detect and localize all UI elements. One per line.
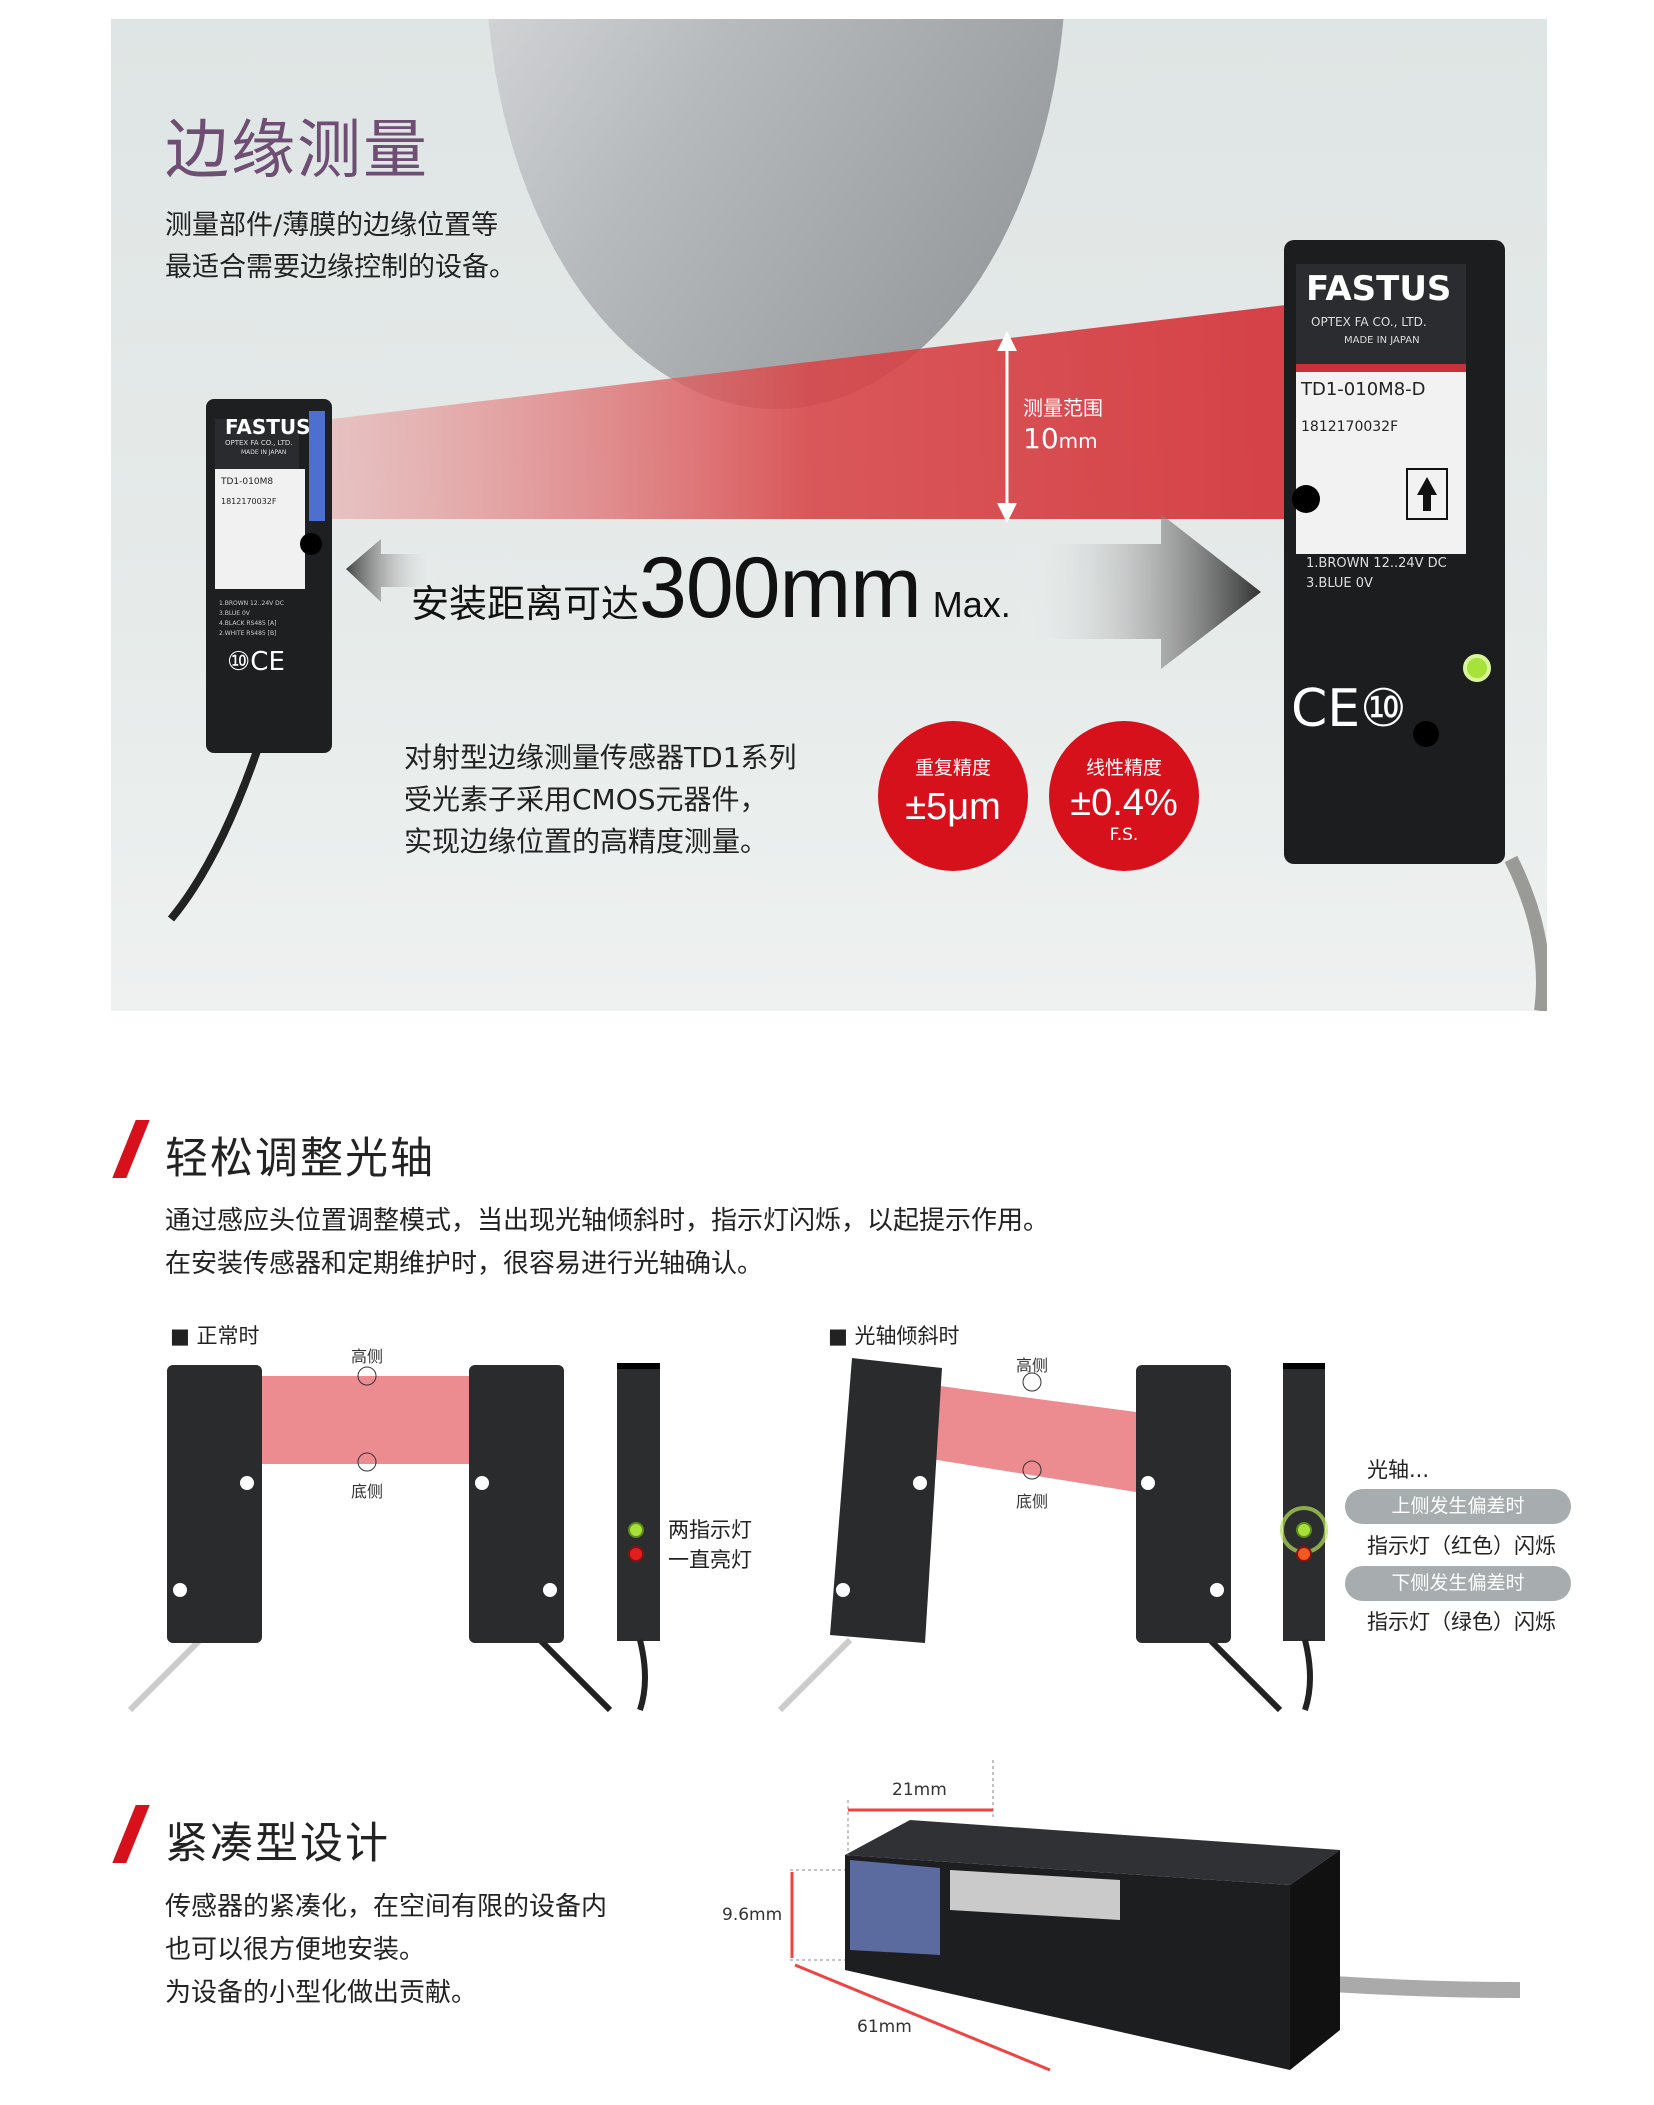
normal-side-view bbox=[617, 1363, 660, 1641]
axis-diagrams bbox=[127, 1358, 1328, 1713]
left-sensor-brand: FASTUS bbox=[225, 415, 311, 439]
left-sensor-maker: OPTEX FA CO., LTD. bbox=[225, 439, 293, 447]
normal-indicator-text: 两指示灯 一直亮灯 bbox=[668, 1515, 752, 1575]
wiring-line: 2.WHITE RS485 [B] bbox=[219, 630, 277, 637]
hero-title: 边缘测量 bbox=[165, 114, 429, 188]
normal-high-label: 高侧 bbox=[351, 1347, 384, 1366]
tilted-beam bbox=[925, 1386, 1136, 1492]
range-number: 10 bbox=[1023, 422, 1059, 455]
normal-label-text: 正常时 bbox=[196, 1324, 260, 1348]
normal-label: ■ 正常时 bbox=[170, 1320, 260, 1350]
description-line: 对射型边缘测量传感器TD1系列 bbox=[404, 741, 797, 774]
wiring-line: 3.BLUE 0V bbox=[1306, 576, 1373, 591]
hero-subtitle-2: 最适合需要边缘控制的设备。 bbox=[165, 252, 516, 283]
ce-mark-icon: CE⑩ bbox=[1291, 679, 1407, 739]
axis-heading: 轻松调整光轴 bbox=[165, 1134, 435, 1184]
laser-beam bbox=[332, 305, 1286, 519]
tilted-side-view bbox=[1283, 1363, 1325, 1641]
compact-heading: 紧凑型设计 bbox=[165, 1819, 390, 1869]
tilted-low-label: 底侧 bbox=[1016, 1492, 1049, 1511]
lower-deviation-pill: 下侧发生偏差时 bbox=[1345, 1566, 1571, 1601]
tilted-high-label: 高侧 bbox=[1016, 1356, 1049, 1375]
range-value: 10mm bbox=[1023, 422, 1098, 455]
lower-deviation-text: 指示灯（绿色）闪烁 bbox=[1367, 1610, 1556, 1634]
arrow-left bbox=[346, 539, 441, 602]
body-line: 传感器的紧凑化，在空间有限的设备内 bbox=[165, 1892, 608, 1922]
left-sensor-serial: 1812170032F bbox=[221, 497, 277, 506]
dimension-width: 21mm bbox=[892, 1780, 947, 1800]
badge-label: 重复精度 bbox=[914, 757, 991, 779]
section-marker bbox=[112, 1805, 150, 1863]
arrow-right bbox=[1011, 514, 1261, 669]
tilted-label-text: 光轴倾斜时 bbox=[854, 1324, 960, 1348]
right-sensor-serial: 1812170032F bbox=[1301, 419, 1399, 435]
range-label: 测量范围 bbox=[1023, 396, 1103, 420]
compact-body: 传感器的紧凑化，在空间有限的设备内 也可以很方便地安装。 为设备的小型化做出贡献… bbox=[165, 1886, 607, 2015]
wiring-line: 1.BROWN 12..24V DC bbox=[1306, 556, 1447, 571]
wiring-line: 1.BROWN 12..24V DC bbox=[219, 600, 284, 607]
right-sensor-wiring: 1.BROWN 12..24V DC 3.BLUE 0V bbox=[1306, 554, 1447, 594]
dimension-height: 9.6mm bbox=[722, 1905, 783, 1925]
badge-label: 线性精度 bbox=[1085, 757, 1162, 779]
description-line: 受光素子采用CMOS元器件， bbox=[404, 783, 768, 816]
normal-beam bbox=[262, 1376, 469, 1464]
hero-subtitle-1: 测量部件/薄膜的边缘位置等 bbox=[165, 210, 499, 241]
normal-emitter bbox=[167, 1365, 262, 1643]
left-sensor-origin: MADE IN JAPAN bbox=[241, 449, 287, 456]
badge-value: ±5μm bbox=[905, 786, 1001, 828]
right-sensor-model: TD1-010M8-D bbox=[1301, 379, 1426, 400]
square-bullet-icon: ■ bbox=[170, 1324, 197, 1348]
hero-description: 对射型边缘测量传感器TD1系列 受光素子采用CMOS元器件， 实现边缘位置的高精… bbox=[404, 737, 796, 863]
repeatability-badge: 重复精度 ±5μm bbox=[878, 721, 1028, 871]
ce-mark-icon: ⑩CE bbox=[227, 647, 285, 677]
normal-receiver bbox=[469, 1365, 564, 1643]
upper-deviation-text: 指示灯（红色）闪烁 bbox=[1367, 1534, 1556, 1558]
body-line: 通过感应头位置调整模式，当出现光轴倾斜时，指示灯闪烁，以起提示作用。 bbox=[165, 1206, 1050, 1236]
tilted-label: ■ 光轴倾斜时 bbox=[828, 1320, 960, 1350]
square-bullet-icon: ■ bbox=[828, 1324, 855, 1348]
linearity-badge: 线性精度 ±0.4% F.S. bbox=[1049, 721, 1199, 871]
upper-deviation-pill: 上侧发生偏差时 bbox=[1345, 1489, 1571, 1524]
hero-illustration bbox=[167, 19, 1547, 1011]
distance-value: 300mm bbox=[639, 540, 922, 636]
body-line: 也可以很方便地安装。 bbox=[165, 1935, 426, 1965]
tilted-receiver bbox=[1136, 1365, 1231, 1643]
axis-label: 光轴... bbox=[1367, 1458, 1430, 1482]
right-sensor-origin: MADE IN JAPAN bbox=[1344, 335, 1420, 346]
distance-suffix: Max. bbox=[932, 584, 1011, 625]
axis-body: 通过感应头位置调整模式，当出现光轴倾斜时，指示灯闪烁，以起提示作用。 在安装传感… bbox=[165, 1200, 1049, 1286]
compact-product-image bbox=[790, 1760, 1521, 2072]
left-sensor-wiring: 1.BROWN 12..24V DC 3.BLUE 0V 4.BLACK RS485… bbox=[219, 599, 284, 639]
badge-note: F.S. bbox=[1109, 825, 1139, 845]
section-marker bbox=[112, 1120, 150, 1178]
wiring-line: 3.BLUE 0V bbox=[219, 610, 250, 617]
wiring-line: 4.BLACK RS485 [A] bbox=[219, 620, 277, 627]
range-unit: mm bbox=[1058, 429, 1098, 453]
normal-low-label: 底侧 bbox=[351, 1482, 384, 1501]
text-line: 一直亮灯 bbox=[668, 1548, 752, 1572]
right-sensor-maker: OPTEX FA CO., LTD. bbox=[1311, 315, 1427, 329]
dimension-length: 61mm bbox=[857, 2017, 912, 2037]
metal-disk bbox=[488, 19, 1064, 409]
hero-banner: 边缘测量 测量部件/薄膜的边缘位置等 最适合需要边缘控制的设备。 FASTUS … bbox=[111, 19, 1547, 1011]
tilted-emitter bbox=[830, 1358, 942, 1643]
right-sensor-brand: FASTUS bbox=[1306, 269, 1452, 309]
description-line: 实现边缘位置的高精度测量。 bbox=[404, 825, 769, 858]
body-line: 为设备的小型化做出贡献。 bbox=[165, 1978, 478, 2008]
text-line: 两指示灯 bbox=[668, 1518, 752, 1542]
body-line: 在安装传感器和定期维护时，很容易进行光轴确认。 bbox=[165, 1249, 764, 1279]
left-sensor-model: TD1-010M8 bbox=[221, 477, 274, 487]
distance-prefix: 安装距离可达 bbox=[411, 584, 640, 626]
badge-value: ±0.4% bbox=[1070, 782, 1178, 824]
